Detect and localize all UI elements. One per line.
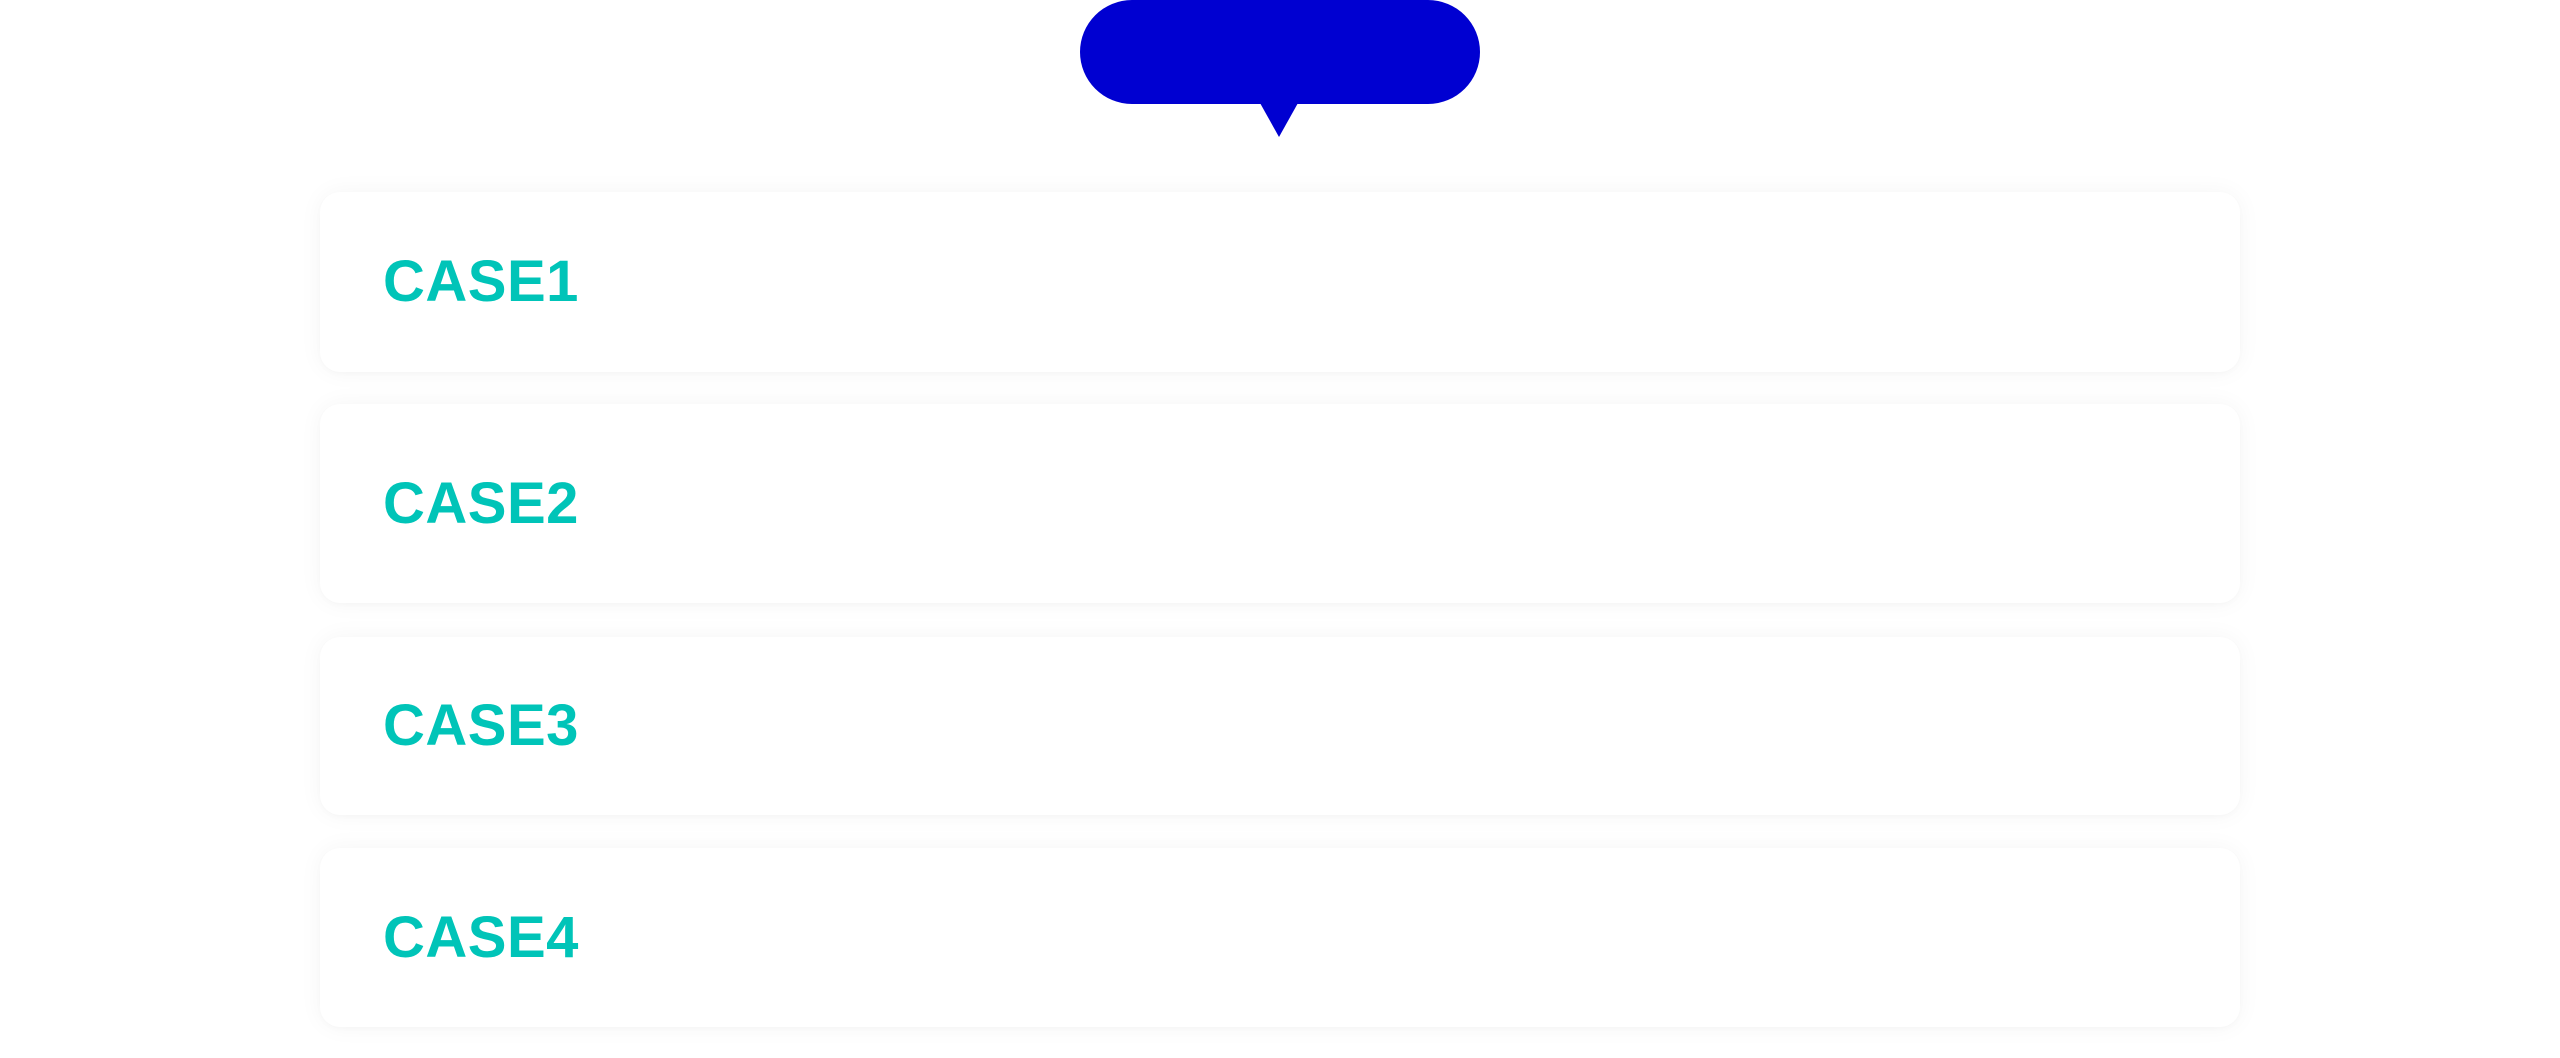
case-card-1[interactable]: CASE1: [320, 192, 2240, 372]
case-label: CASE1: [383, 249, 579, 314]
case-card-4[interactable]: CASE4: [320, 848, 2240, 1027]
case-card-2[interactable]: CASE2: [320, 404, 2240, 603]
case-label: CASE2: [383, 470, 579, 536]
tooltip-pointer-icon: [1260, 103, 1298, 137]
case-label: CASE4: [383, 904, 579, 970]
case-label: CASE3: [383, 693, 579, 758]
case-card-3[interactable]: CASE3: [320, 637, 2240, 815]
tooltip-bubble: [1080, 0, 1480, 104]
